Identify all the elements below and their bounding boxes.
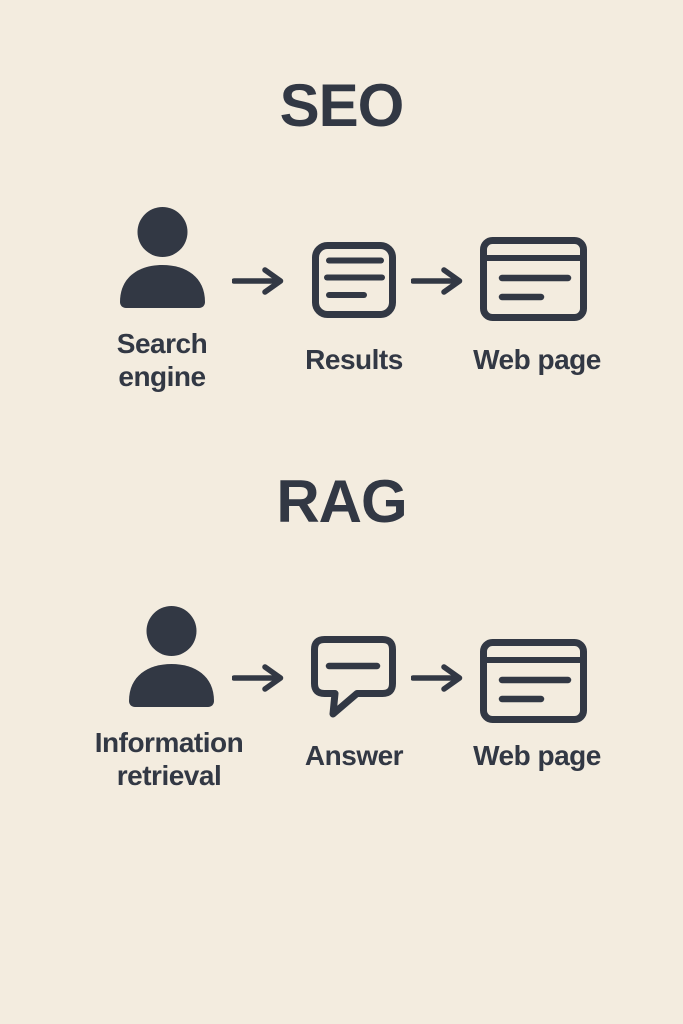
step-label-web-page: Web page [473, 344, 601, 375]
step-label-answer: Answer [304, 740, 404, 771]
browser-window-icon [480, 639, 587, 723]
step-label-web-page: Web page [473, 740, 601, 771]
flow-arrow-icon [232, 267, 284, 295]
step-label-search-engine: Search engine [116, 328, 208, 393]
section-title-seo: SEO [279, 72, 405, 139]
step-label-information-retrieval: Information retrieval [94, 727, 244, 792]
flow-arrow-icon [411, 664, 463, 692]
browser-window-icon [480, 237, 587, 321]
document-list-icon [312, 242, 396, 318]
step-label-results: Results [305, 344, 403, 375]
flow-arrow-icon [411, 267, 463, 295]
flow-arrow-icon [232, 664, 284, 692]
section-title-rag: RAG [276, 468, 407, 535]
speech-bubble-icon [311, 636, 396, 718]
user-icon [129, 606, 214, 707]
user-icon [120, 207, 205, 308]
